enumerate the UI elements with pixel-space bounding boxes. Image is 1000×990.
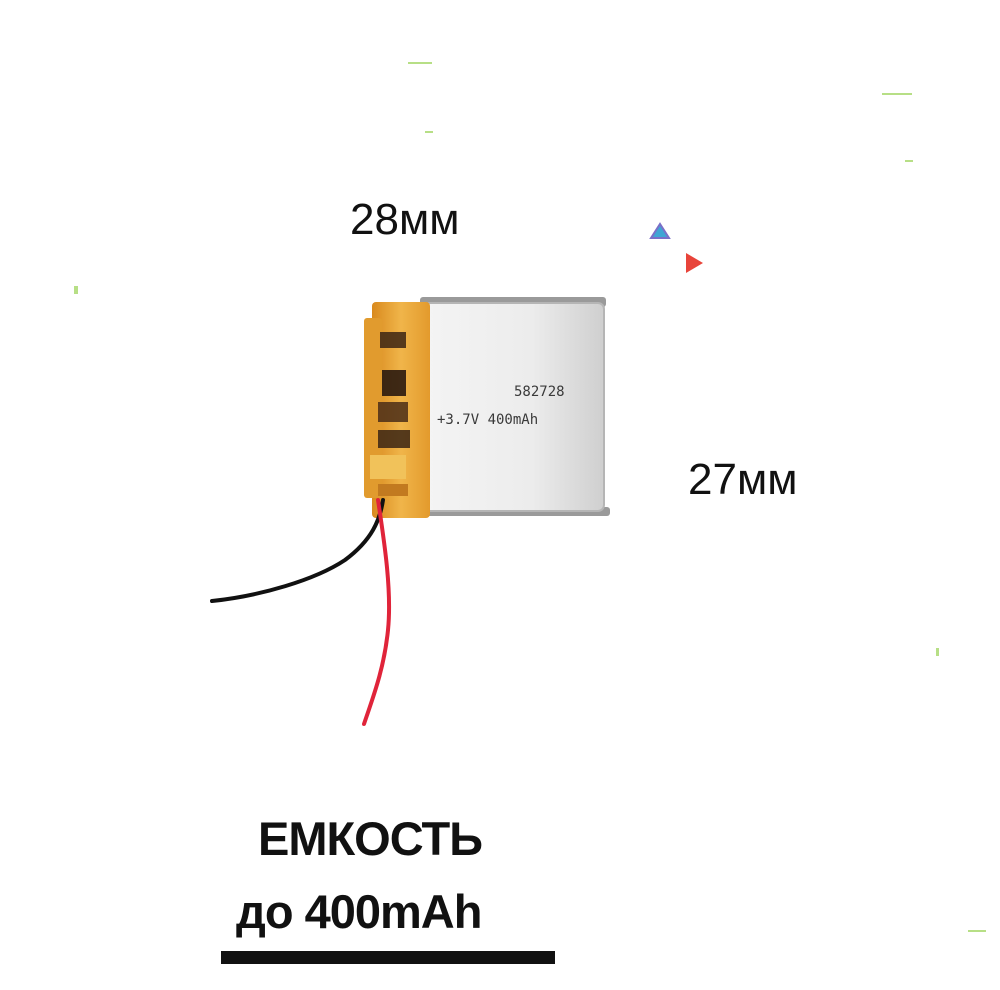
height-dimension-label: 27мм [688,455,798,504]
speck [905,160,913,162]
caption-underline [221,951,555,964]
battery-model-text: 582728 [514,384,565,400]
width-arrow [180,253,703,273]
battery-image [210,297,610,726]
capacity-caption-value: до 400mAh [236,885,482,938]
speck [74,286,78,294]
speck [425,131,433,133]
width-dimension-label: 28мм [350,195,460,244]
battery-spec-text: +3.7V 400mAh [437,412,539,428]
speck [968,930,986,932]
height-arrow [649,222,671,748]
speck [408,62,432,64]
capacity-caption-title: ЕМКОСТЬ [258,812,483,865]
speck [936,648,939,656]
speck [882,93,912,95]
